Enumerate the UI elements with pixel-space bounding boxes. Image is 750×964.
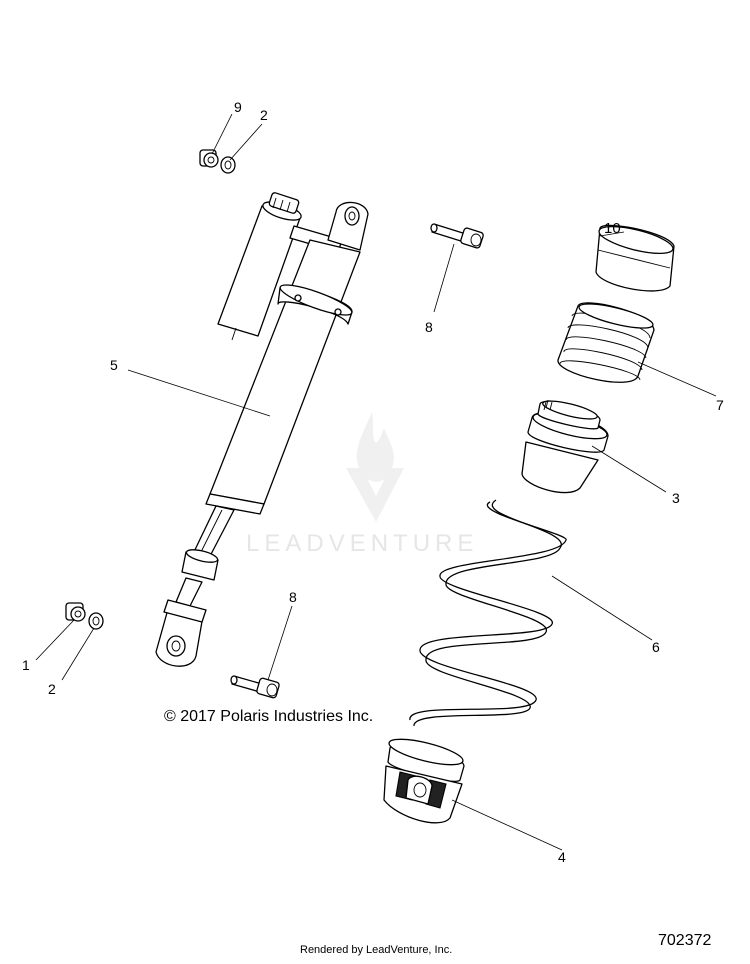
part-7-bellows-boot bbox=[557, 302, 655, 383]
callout-8-upper: 8 bbox=[425, 319, 433, 335]
callout-2-upper: 2 bbox=[260, 107, 268, 123]
callout-7: 7 bbox=[716, 397, 724, 413]
part-4-lower-retainer bbox=[383, 738, 465, 824]
part-1-nut bbox=[65, 602, 86, 622]
part-2-washer-upper bbox=[220, 156, 236, 174]
callout-6: 6 bbox=[652, 639, 660, 655]
watermark-text: LEADVENTURE bbox=[246, 530, 479, 557]
callout-8-lower: 8 bbox=[289, 589, 297, 605]
watermark-logo bbox=[346, 412, 404, 522]
leader-lines bbox=[35, 113, 717, 851]
part-9-nut bbox=[199, 149, 219, 168]
part-2-washer-lower bbox=[88, 612, 104, 630]
callout-10: 10 bbox=[604, 220, 621, 237]
part-3-spring-seat bbox=[521, 399, 609, 494]
callout-4: 4 bbox=[558, 849, 566, 865]
part-8-bolt-lower bbox=[230, 675, 280, 699]
part-5-shock-absorber bbox=[155, 192, 369, 667]
callout-labels: 9 2 10 8 7 5 3 8 6 1 2 4 bbox=[22, 99, 724, 865]
callout-5: 5 bbox=[110, 357, 118, 373]
callout-2-lower: 2 bbox=[48, 681, 56, 697]
callout-9: 9 bbox=[234, 99, 242, 115]
document-number: 702372 bbox=[658, 932, 712, 949]
part-8-bolt-upper bbox=[430, 223, 484, 249]
callout-1: 1 bbox=[22, 657, 30, 673]
copyright-notice: © 2017 Polaris Industries Inc. bbox=[164, 708, 374, 725]
callout-3: 3 bbox=[672, 490, 680, 506]
rendered-by-notice: Rendered by LeadVenture, Inc. bbox=[300, 944, 453, 956]
part-6-coil-spring bbox=[409, 499, 567, 727]
